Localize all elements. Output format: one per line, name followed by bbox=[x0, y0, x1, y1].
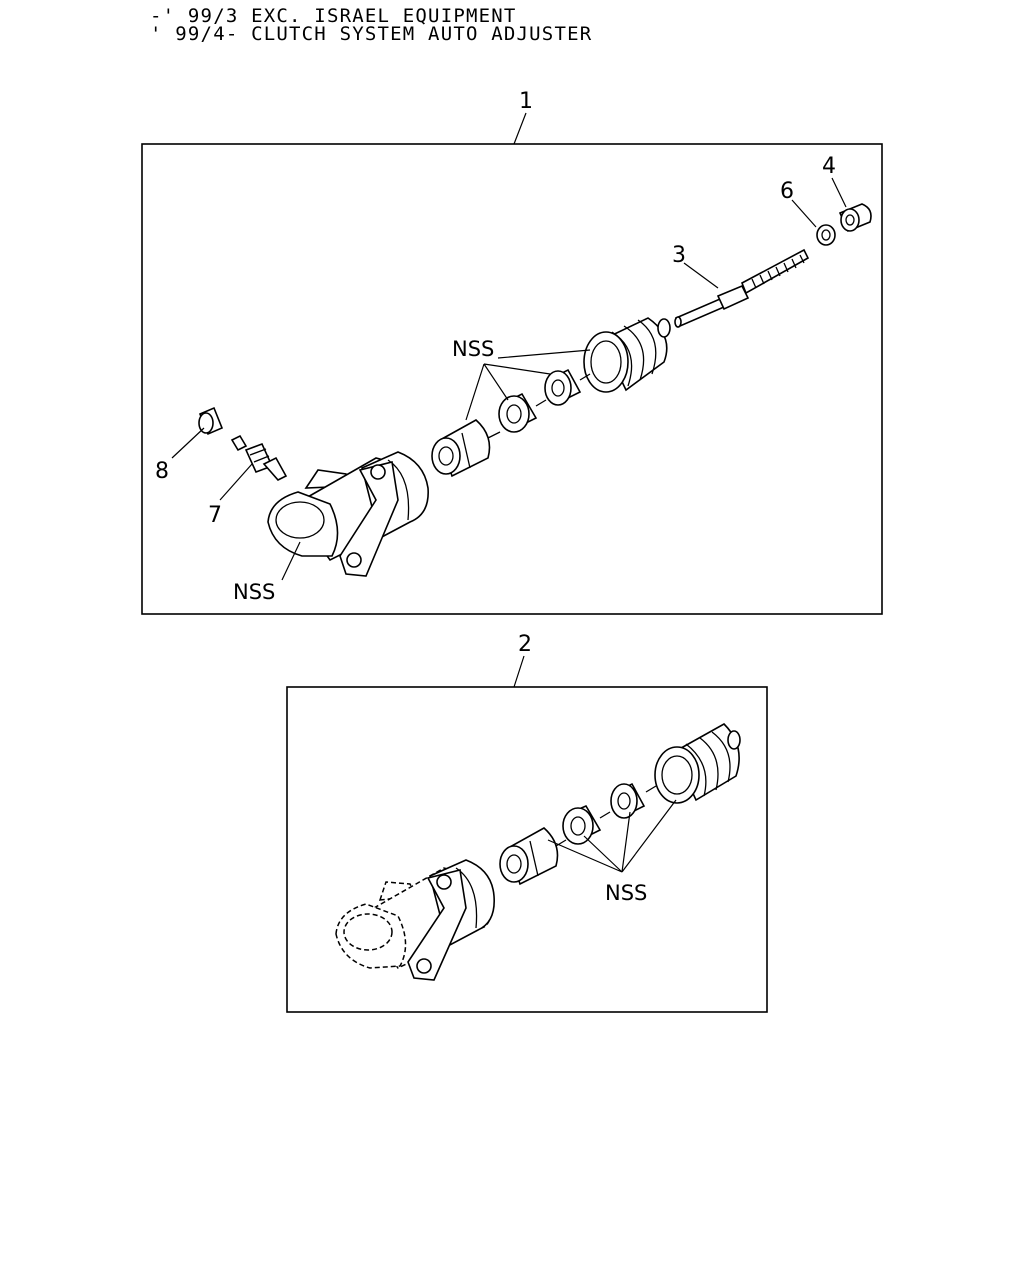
boot bbox=[583, 317, 671, 393]
piston-2 bbox=[499, 827, 559, 886]
part-6-callout: 6 bbox=[780, 179, 794, 204]
nss-label-internals-2: NSS bbox=[605, 881, 647, 905]
part-3-push-rod bbox=[674, 248, 810, 328]
header-line-1: -' 99/3 EXC. ISRAEL EQUIPMENT bbox=[150, 5, 517, 27]
part-3-callout: 3 bbox=[672, 243, 686, 268]
assembly-2-leader bbox=[513, 655, 525, 688]
part-4-nut bbox=[838, 203, 872, 233]
part-6-washer bbox=[816, 224, 836, 246]
assembly-1-frame bbox=[141, 143, 883, 615]
nss-label-body: NSS bbox=[233, 580, 275, 604]
assembly-2-callout: 2 bbox=[518, 632, 532, 657]
part-7-bleeder bbox=[230, 434, 288, 481]
assembly-1: 1 4 6 3 bbox=[141, 89, 883, 615]
assembly-2: 2 bbox=[286, 632, 768, 1013]
piston-cup-2b bbox=[562, 804, 602, 845]
assembly-1-leader bbox=[513, 112, 527, 145]
nss-label-internals-1: NSS bbox=[452, 337, 494, 361]
piston bbox=[431, 419, 491, 478]
part-8-callout: 8 bbox=[155, 459, 169, 484]
assembly-1-callout: 1 bbox=[519, 89, 533, 114]
piston-cup-b bbox=[498, 392, 538, 433]
header-line-2: ' 99/4- CLUTCH SYSTEM AUTO ADJUSTER bbox=[150, 23, 593, 45]
piston-cup-2a bbox=[610, 782, 646, 819]
part-8-bleeder-cap bbox=[198, 406, 224, 436]
cylinder-body-2 bbox=[335, 859, 495, 981]
part-4-callout: 4 bbox=[822, 154, 836, 179]
cylinder-body bbox=[267, 451, 429, 577]
boot-2 bbox=[654, 723, 741, 804]
assembly-2-frame bbox=[286, 686, 768, 1013]
part-7-callout: 7 bbox=[208, 503, 222, 528]
piston-cup-a bbox=[544, 368, 582, 406]
